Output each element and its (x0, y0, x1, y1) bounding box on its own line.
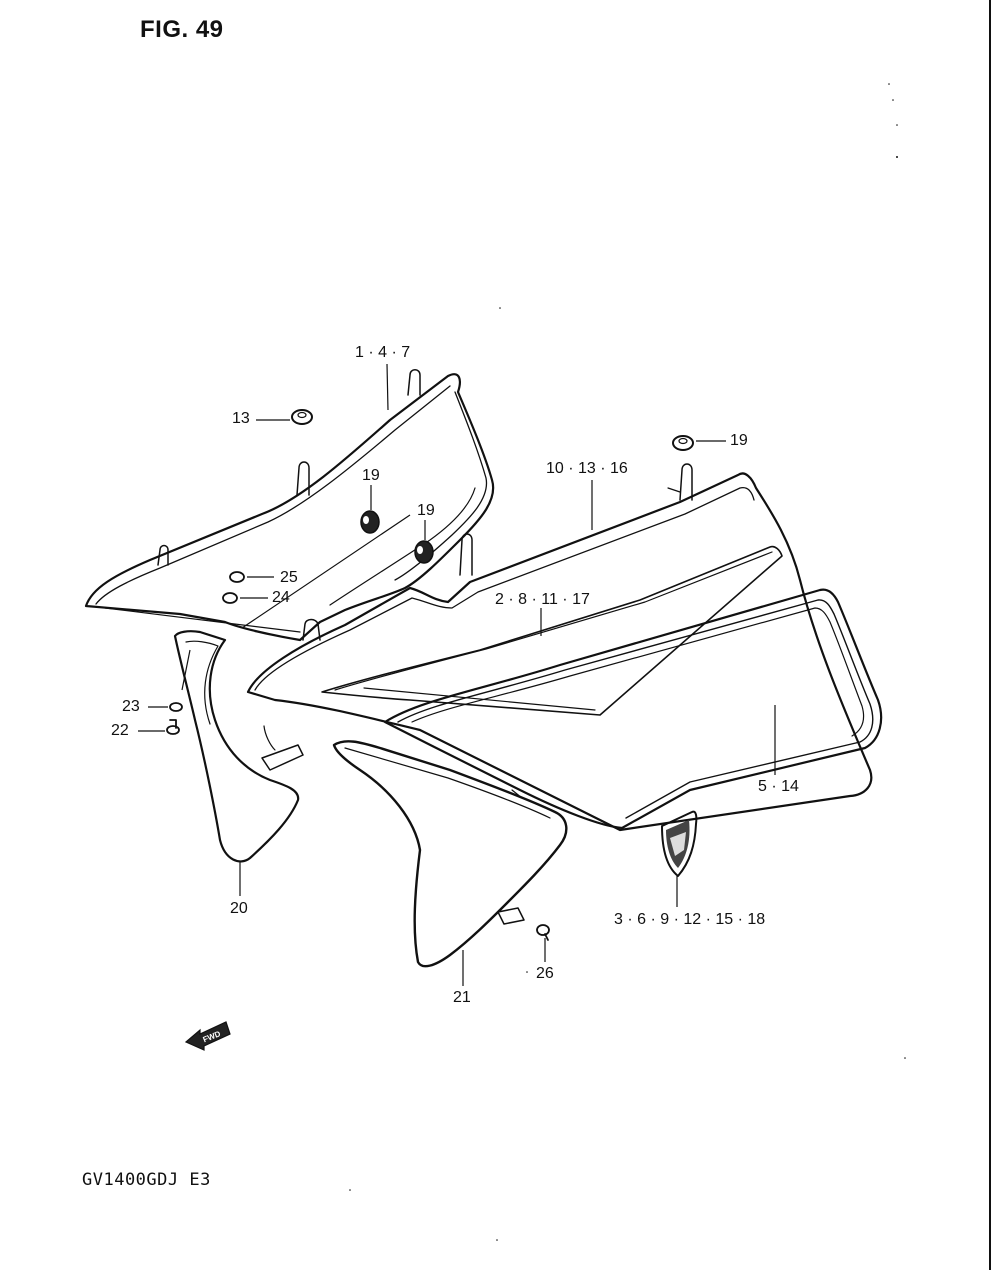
callout-5-14: 5 · 14 (758, 778, 799, 795)
nut-25 (229, 571, 245, 583)
callout-19-c: 19 (730, 432, 748, 449)
callout-2-8-11-17: 2 · 8 · 11 · 17 (495, 591, 590, 608)
callout-21: 21 (453, 989, 471, 1006)
lower-side-cover-part-21 (332, 740, 568, 968)
callout-23: 23 (122, 698, 140, 715)
grommet-13 (291, 409, 313, 425)
page-border-line (989, 0, 991, 1270)
grommet-19-right (672, 435, 694, 451)
figure-title: FIG. 49 (140, 16, 224, 43)
fwd-arrow-icon: FWD (184, 1021, 231, 1051)
washer-23 (169, 702, 183, 712)
leader-lines (138, 363, 776, 986)
callout-1-4-7: 1 · 4 · 7 (355, 344, 411, 361)
scan-specks (349, 83, 906, 1241)
side-emblem-panel-part (383, 588, 883, 830)
callout-20: 20 (230, 900, 248, 917)
main-frame-cover-part (246, 463, 873, 832)
washer-24 (222, 592, 238, 604)
screw-26 (536, 924, 550, 941)
model-code-label: GV1400GDJ E3 (82, 1170, 211, 1190)
callout-10-13-16: 10 · 13 · 16 (546, 460, 628, 477)
callout-26: 26 (536, 965, 554, 982)
callout-13: 13 (232, 410, 250, 427)
grommet-19-left (360, 510, 380, 534)
callout-3-6-9-12-15-18: 3 · 6 · 9 · 12 · 15 · 18 (614, 911, 766, 928)
callout-25: 25 (280, 569, 298, 586)
grommet-19-mid (414, 540, 434, 564)
screw-22 (166, 719, 180, 735)
callout-24: 24 (272, 589, 290, 606)
emblem-badge-part (661, 810, 698, 877)
callout-19-b: 19 (417, 502, 435, 519)
inner-bracket-part-20 (173, 630, 304, 863)
callout-22: 22 (111, 722, 129, 739)
callout-19-a: 19 (362, 467, 380, 484)
